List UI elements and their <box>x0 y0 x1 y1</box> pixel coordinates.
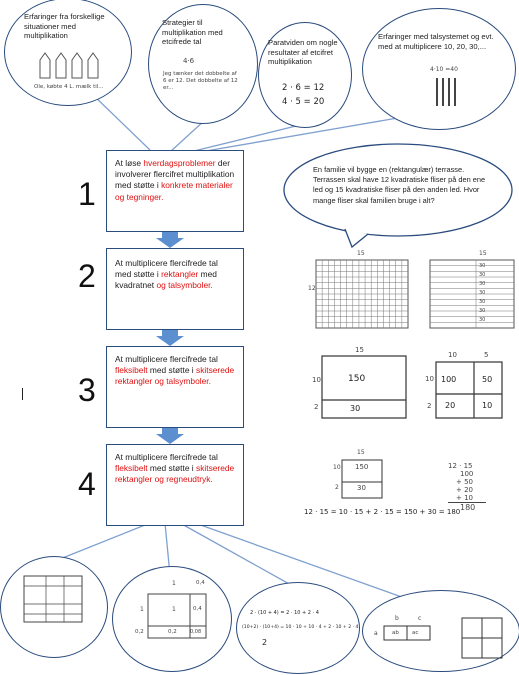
rect3-right-side-top: 10 <box>425 375 434 383</box>
step-box-2 <box>106 248 244 330</box>
arrow-down-1 <box>156 232 184 248</box>
bottom-bubble-4-ab: ab <box>392 630 399 636</box>
arrow-down-3 <box>156 428 184 444</box>
column-calc-line-3: + 20 <box>456 486 473 494</box>
bottom-bubble-2-cell: 1 <box>172 606 176 613</box>
column-calc-line-5: 180 <box>460 503 476 512</box>
top-bubble-3-text: Paratviden om nogle resultater af etcifr… <box>268 38 338 67</box>
bottom-bubble-4-ac: ac <box>412 630 419 636</box>
step-box-3 <box>106 346 244 428</box>
grid-right-col-2: 30 <box>479 281 486 287</box>
column-calc-line-2: + 50 <box>456 478 473 486</box>
step-text-4: At multiplicere flercifrede tal fleksibe… <box>115 452 235 485</box>
step-text-3: At multiplicere flercifrede tal fleksibe… <box>115 354 235 387</box>
top-bubble-1-note: Ole, købte 4 L. mælk til... <box>34 84 104 90</box>
grid-left-width-label: 15 <box>357 250 365 257</box>
bottom-bubble-2-side: 1 <box>140 606 144 613</box>
bottom-bubble-2 <box>112 566 232 672</box>
grid-right-col-4: 30 <box>479 299 486 305</box>
step-number-3: 3 <box>78 372 96 408</box>
step-text-1: At løse hverdagsproblemer der involverer… <box>115 158 235 202</box>
rect4-expression: 12 · 15 = 10 · 15 + 2 · 15 = 150 + 30 = … <box>304 508 461 516</box>
rect3-right-sketch <box>435 361 503 419</box>
top-bubble-2-note: Jeg tænker det dobbelte af 6 er 12. Det … <box>163 71 238 91</box>
bottom-bubble-3 <box>236 582 360 674</box>
rect4-side-top: 10 <box>333 464 341 471</box>
bottom-bubble-2-c2: 0,4 <box>193 606 202 612</box>
rect3-left-sketch <box>321 355 407 419</box>
arrow-down-2 <box>156 330 184 346</box>
step-number-4: 4 <box>78 466 96 502</box>
rect4-top: 15 <box>357 449 365 456</box>
rect3-right-c4: 10 <box>482 401 493 410</box>
grid-right <box>429 259 515 329</box>
column-calc: 12 · 15 100 + 50 + 20 + 10 180 <box>448 462 498 512</box>
column-calc-line-0: 12 · 15 <box>448 462 473 470</box>
rect3-left-cell-bottom: 30 <box>350 404 361 413</box>
bottom-bubble-4-sketch <box>383 617 503 659</box>
grid-right-width-label: 15 <box>479 250 487 257</box>
bottom-bubble-3-line-2: (10+2) · (10+4) = 10 · 10 + 10 · 4 + 2 ·… <box>242 625 359 630</box>
rect3-left-cell-top: 150 <box>348 374 366 384</box>
rect4-cell-bottom: 30 <box>357 484 366 492</box>
column-calc-line-4: + 10 <box>448 494 486 503</box>
bottom-bubble-2-c4: 0,08 <box>190 629 202 635</box>
grid-right-col-3: 30 <box>479 290 486 296</box>
top-bubble-4-text: Erfaringer med talsystemet og evt. med a… <box>378 32 494 51</box>
rect3-right-c3: 20 <box>445 401 456 410</box>
step-box-1 <box>106 150 244 232</box>
rect3-right-top-a: 10 <box>448 351 457 359</box>
bottom-bubble-2-top: 1 <box>172 580 176 587</box>
top-bubble-1-text: Erfaringer fra forskellige situationer m… <box>24 12 105 41</box>
grid-right-col-5: 30 <box>479 308 486 314</box>
rect3-right-top-b: 5 <box>484 351 489 359</box>
rect3-left-side-bottom: 2 <box>314 403 319 411</box>
bottom-bubble-4-c: c <box>418 615 422 622</box>
rect3-left-side-top: 10 <box>312 376 321 384</box>
rect4-sketch <box>341 459 383 499</box>
grid-right-col-0: 30 <box>479 263 486 269</box>
bottom-bubble-2-sketch <box>147 593 207 639</box>
grid-left <box>315 259 409 329</box>
rect3-right-c2: 50 <box>482 375 493 384</box>
grid-right-col-1: 30 <box>479 272 486 278</box>
tens-rods-sketch <box>436 78 456 106</box>
rect4-cell-top: 150 <box>355 463 369 471</box>
bottom-bubble-3-line-1: 2 · (10 + 4) = 2 · 10 + 2 · 4 <box>250 610 319 616</box>
top-bubble-4-sketch-top: 4·10 =40 <box>430 66 458 73</box>
top-bubble-1 <box>4 0 132 106</box>
step-number-2: 2 <box>78 258 96 294</box>
bottom-bubble-4-a: a <box>374 630 378 637</box>
rect3-right-c1: 100 <box>441 375 457 384</box>
milk-cartons-sketch <box>39 52 99 79</box>
bottom-bubble-2-c3: 0,2 <box>168 629 177 635</box>
column-calc-line-1: 100 <box>460 470 474 478</box>
step-number-1: 1 <box>78 176 96 212</box>
bottom-bubble-1 <box>0 556 108 658</box>
top-bubble-3-fact-1: 2 · 6 = 12 <box>282 83 325 93</box>
top-bubble-3-fact-2: 4 · 5 = 20 <box>282 97 325 107</box>
step-box-4 <box>106 444 244 526</box>
stray-mark <box>22 388 24 400</box>
bottom-bubble-2-side2: 0,2 <box>135 629 144 635</box>
rect3-left-top: 15 <box>355 346 364 354</box>
top-bubble-2 <box>148 4 258 124</box>
top-bubble-2-sketch-top: 4·6 <box>183 57 195 65</box>
grid-left-height-label: 12 <box>308 285 316 292</box>
bottom-bubble-1-sketch <box>23 575 83 623</box>
grid-right-col-6: 30 <box>479 317 486 323</box>
top-bubble-4 <box>362 8 516 130</box>
bottom-bubble-4-b: b <box>395 615 399 622</box>
step-text-2: At multiplicere flercifrede tal med støt… <box>115 258 218 291</box>
rect4-side-bottom: 2 <box>335 484 339 491</box>
rect3-right-side-bottom: 2 <box>427 402 432 410</box>
top-bubble-2-text: Strategier til multiplikation med etcifr… <box>162 18 223 47</box>
bottom-bubble-2-top2: 0,4 <box>196 580 205 586</box>
top-bubble-3 <box>258 22 352 128</box>
bottom-bubble-3-line-3: 2 <box>262 638 268 647</box>
speech-bubble-text: En familie vil bygge en (rektangulær) te… <box>313 165 486 205</box>
